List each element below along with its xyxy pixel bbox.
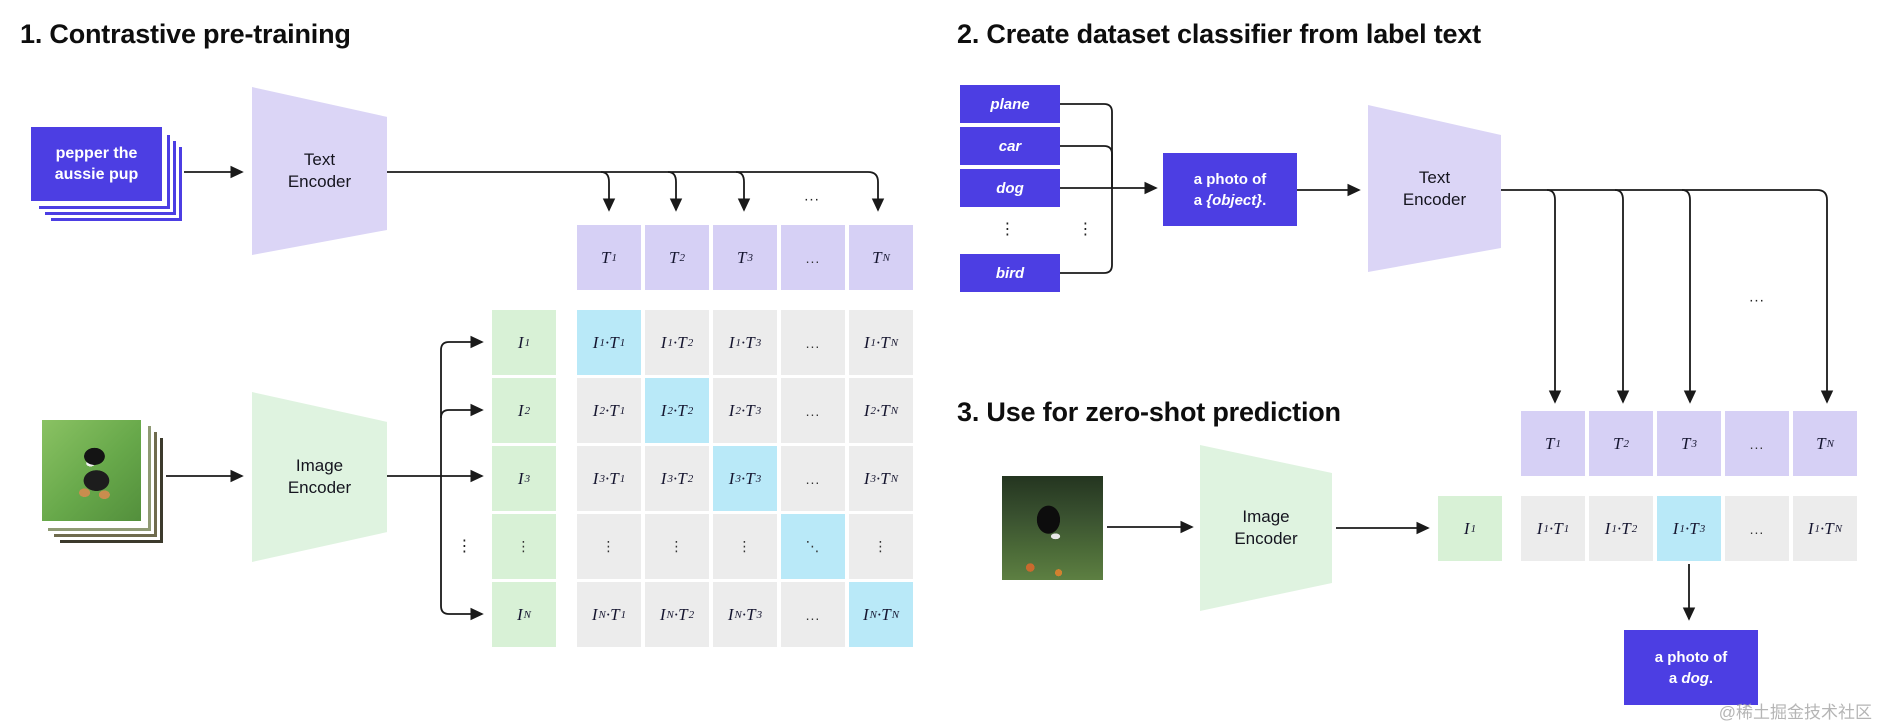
- similarity-cell: ...: [781, 310, 845, 375]
- prediction-result-box: a photo of a dog.: [1624, 630, 1758, 705]
- training-image-stack: [40, 418, 143, 523]
- result-line1: a photo of: [1654, 648, 1728, 666]
- similarity-cell: ⋮: [849, 514, 913, 579]
- drop-arrow-zs-t3: [1681, 189, 1697, 404]
- drop-arrow-zs-t1: [1546, 189, 1562, 404]
- text-encoder-1: Text Encoder: [252, 87, 387, 255]
- section1-title: 1. Contrastive pre-training: [20, 19, 351, 49]
- image-embedding-cell: ⋮: [492, 514, 556, 579]
- image-encoder-3: Image Encoder: [1200, 445, 1332, 611]
- label-car: car: [998, 137, 1022, 155]
- image-encoder-1: Image Encoder: [252, 392, 387, 562]
- wire-car-to-bus: [1060, 145, 1113, 188]
- vertical-dots-label-wires: ⋮: [1077, 221, 1095, 238]
- similarity-cell: ⋮: [713, 514, 777, 579]
- drop-arrow-zs-t2: [1614, 189, 1630, 404]
- label-bird: bird: [995, 264, 1025, 282]
- vertical-dots-image-branch: ⋮: [456, 538, 474, 555]
- label-box-car: car: [960, 127, 1060, 165]
- text-embedding-cell: ...: [781, 225, 845, 290]
- label-box-plane: plane: [960, 85, 1060, 123]
- prompt-template-box: a photo of a {object}.: [1163, 153, 1297, 226]
- result-line2: a dog.: [1668, 669, 1714, 687]
- text-encoder-2: Text Encoder: [1368, 105, 1501, 272]
- similarity-cell: ⋱: [781, 514, 845, 579]
- ellipsis-text-embeddings: ...: [804, 187, 820, 205]
- text-encoder-2-output-line: [1501, 189, 1834, 404]
- wire-plane-to-bus: [1060, 103, 1113, 188]
- prompt-line1: a photo of: [1193, 170, 1267, 188]
- query-image: [1002, 476, 1103, 580]
- section3-title: 3. Use for zero-shot prediction: [957, 397, 1341, 427]
- input-text-line1: pepper the: [55, 145, 138, 162]
- similarity-cell: ...: [781, 446, 845, 511]
- zs-text-embedding-cell: ...: [1725, 411, 1789, 476]
- branch-to-i2: [440, 403, 484, 419]
- drop-arrow-t1: [600, 171, 616, 212]
- drop-arrow-t3: [735, 171, 751, 212]
- watermark: @稀土掘金技术社区: [1718, 703, 1872, 722]
- similarity-cell: ⋮: [645, 514, 709, 579]
- drop-arrow-t2: [667, 171, 683, 212]
- similarity-cell: ...: [781, 582, 845, 647]
- label-box-dog: dog: [960, 169, 1060, 207]
- vertical-dots-labels: ⋮: [999, 221, 1017, 238]
- prompt-line2: a {object}.: [1193, 191, 1267, 209]
- label-dog: dog: [996, 179, 1024, 197]
- branch-to-i1: [440, 335, 484, 476]
- label-box-bird: bird: [960, 254, 1060, 292]
- similarity-cell: ...: [781, 378, 845, 443]
- ellipsis-zs-embeddings: ...: [1749, 288, 1765, 306]
- input-text-line2: aussie pup: [54, 166, 139, 183]
- section2-title: 2. Create dataset classifier from label …: [957, 19, 1481, 49]
- label-plane: plane: [990, 95, 1030, 113]
- zs-score-cell: ...: [1725, 496, 1789, 561]
- input-text-card: pepper the aussie pup: [31, 127, 162, 201]
- similarity-cell: ⋮: [577, 514, 641, 579]
